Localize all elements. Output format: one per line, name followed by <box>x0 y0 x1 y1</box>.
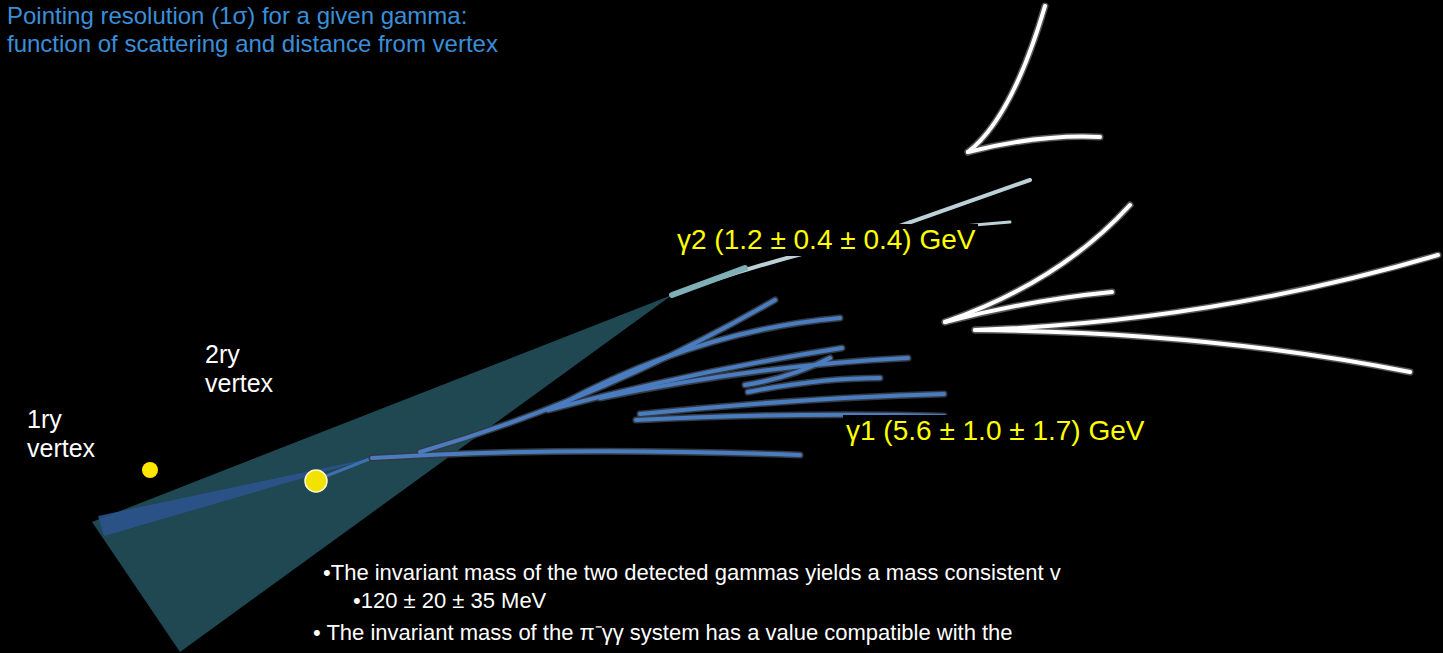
shower-track <box>560 318 840 405</box>
shower-track <box>640 394 944 414</box>
vertex-label: 2ry vertex <box>202 340 276 398</box>
note-text: • The invariant mass of the π⁻γγ system … <box>310 620 1016 645</box>
shower-track <box>975 330 1410 372</box>
heading-line: Pointing resolution (1σ) for a given gam… <box>4 2 470 30</box>
shower-track <box>945 205 1130 322</box>
secondary-vertex <box>305 470 327 492</box>
shower-shadow <box>945 6 1438 372</box>
shower-track <box>640 394 944 414</box>
shower-track <box>968 6 1045 152</box>
inner-cone <box>98 458 372 536</box>
gamma-label: γ2 (1.2 ± 0.4 ± 0.4) GeV <box>674 224 978 256</box>
shower-track <box>748 378 880 392</box>
shower-track <box>968 137 1100 152</box>
shower-start <box>672 268 745 295</box>
shower-track <box>600 358 908 398</box>
shower-lines <box>945 6 1438 372</box>
shower-track <box>945 292 1112 322</box>
primary-vertex <box>142 462 158 478</box>
shower-track <box>968 137 1100 152</box>
pointing-cone <box>92 295 672 652</box>
shower-track <box>672 180 1030 295</box>
shower-track <box>975 255 1438 330</box>
shower-track <box>372 451 800 458</box>
shower-track <box>975 255 1438 330</box>
other-showers <box>945 6 1438 372</box>
gamma2-shower <box>672 180 1030 295</box>
shower-track <box>560 318 840 405</box>
shower-track <box>945 292 1112 322</box>
shower-track <box>945 205 1130 322</box>
heading-line: function of scattering and distance from… <box>4 30 501 58</box>
vertex-label: 1ry vertex <box>24 405 98 463</box>
note-text: •120 ± 20 ± 35 MeV <box>350 588 549 613</box>
note-text: •The invariant mass of the two detected … <box>320 560 1064 585</box>
shower-track <box>968 6 1045 152</box>
shower-track <box>372 451 800 458</box>
gamma-label: γ1 (5.6 ± 1.0 ± 1.7) GeV <box>843 415 1147 447</box>
shower-track <box>975 330 1410 372</box>
